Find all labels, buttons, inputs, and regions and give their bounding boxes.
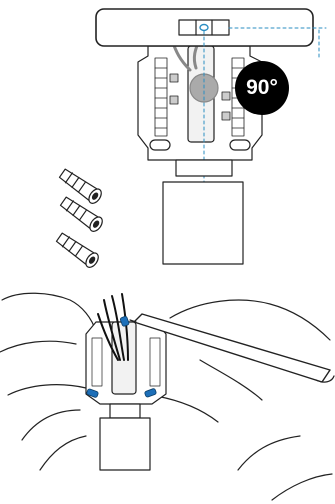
wall-anchors-panel	[55, 167, 105, 270]
wall-plate-tab	[163, 160, 243, 264]
hand-icon	[0, 293, 96, 470]
wall-anchor-icon	[55, 231, 101, 270]
bubble-level-icon	[96, 9, 313, 46]
level-placement-panel	[96, 9, 326, 264]
angle-badge	[235, 61, 289, 115]
mark-holes-panel	[0, 293, 334, 500]
wall-plate-icon	[86, 322, 166, 470]
